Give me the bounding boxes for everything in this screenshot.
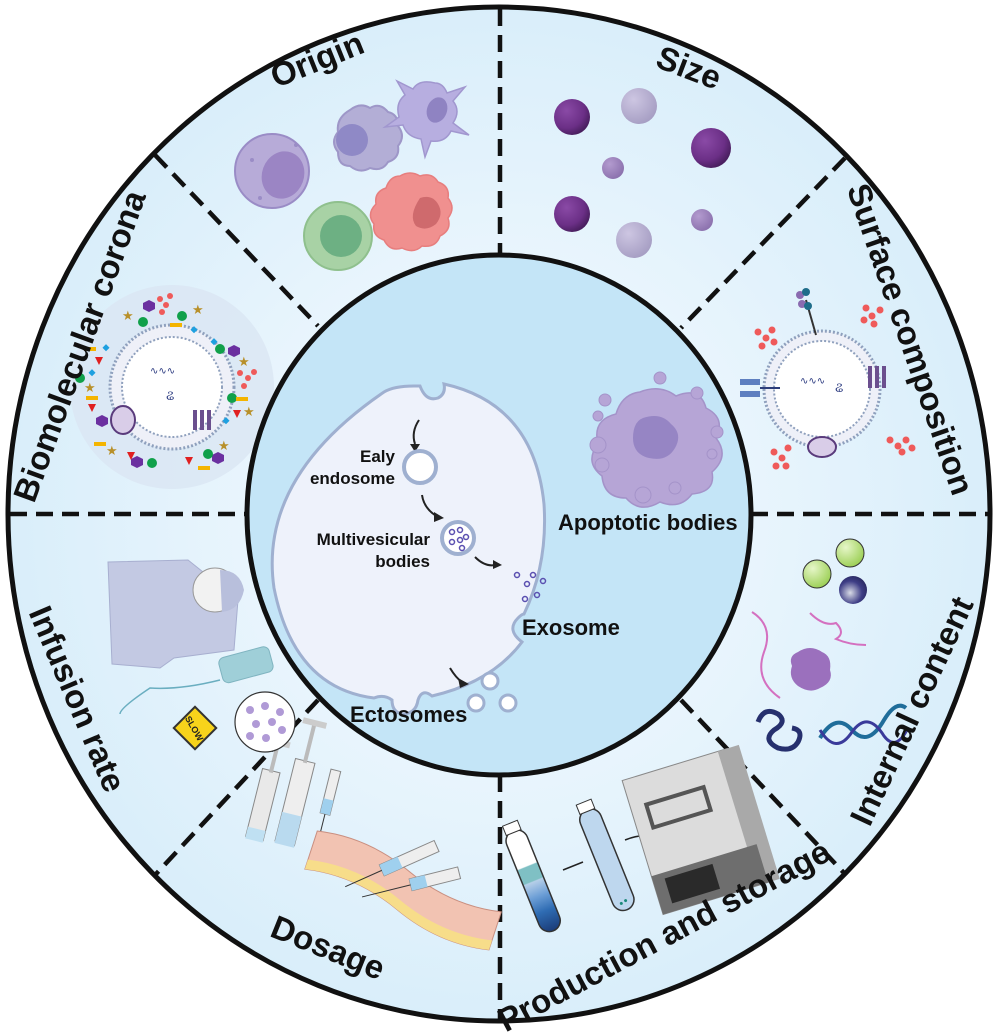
biomolecular-corona-illustration: ★ ★ ★ ★ ★ ★ ★ ∿∿∿ ଌ [70, 285, 274, 489]
svg-text:★: ★ [122, 309, 134, 324]
vesicle-small [602, 157, 624, 179]
svg-text:★: ★ [238, 355, 250, 370]
syringe-icon [361, 866, 462, 898]
lipid-droplet [802, 559, 832, 589]
svg-text:ଌ: ଌ [166, 388, 174, 404]
vesicle-small [691, 209, 713, 231]
channel-icon [110, 405, 136, 435]
ectosome [480, 671, 500, 691]
arrow-icon [412, 419, 420, 445]
divider-bottom-right [679, 698, 847, 876]
arrow-head [434, 512, 444, 522]
arrow-icon [562, 861, 584, 871]
svg-text:★: ★ [243, 405, 255, 420]
surface-composition-illustration: ∿∿∿ ଌ [740, 288, 916, 470]
production-storage-illustration [501, 744, 780, 933]
svg-text:ଌ: ଌ [835, 380, 843, 396]
cell-icon [303, 201, 373, 271]
syringe-icon [318, 768, 342, 839]
label-ectosomes: Ectosomes [350, 702, 467, 727]
protein-coil [755, 708, 803, 752]
svg-text:★: ★ [218, 439, 230, 454]
size-illustration [554, 88, 731, 258]
iv-line [119, 679, 221, 715]
label-early-endosome-line2: endosome [310, 469, 395, 488]
centrifuge-tube-icon [501, 819, 562, 933]
vesicle-large-dark [691, 128, 731, 168]
vesicle-large-dark [554, 196, 590, 232]
arrow-head [410, 444, 420, 452]
syringe-icon [345, 839, 440, 888]
dosage-illustration [245, 717, 502, 951]
glycan-icon [754, 304, 916, 470]
syringe-icon [274, 717, 328, 848]
early-endosome [402, 449, 438, 485]
divider-top-right [679, 156, 847, 330]
apoptotic-body-illustration [589, 371, 724, 508]
slow-sign-icon [172, 705, 218, 751]
vesicle-large-light [621, 88, 657, 124]
svg-text:∿∿∿: ∿∿∿ [150, 366, 175, 377]
cell-icon [333, 104, 403, 172]
origin-illustration [234, 79, 470, 271]
dna-helix [818, 720, 910, 745]
svg-text:∿∿∿: ∿∿∿ [800, 376, 825, 387]
svg-text:★: ★ [106, 444, 118, 459]
transmembrane-protein-icon [193, 410, 211, 430]
transmembrane-protein-icon [868, 366, 886, 388]
skin-tissue-icon [304, 830, 502, 951]
freezer-icon [621, 744, 780, 916]
cell-membrane [270, 382, 547, 716]
channel-icon [807, 436, 837, 458]
rna-strand [751, 611, 781, 699]
cell-icon [234, 133, 310, 209]
svg-text:★: ★ [84, 381, 96, 396]
vesicle-large-dark [554, 99, 590, 135]
ectosome [498, 693, 518, 713]
infusion-rate-illustration: SLOW [107, 559, 296, 753]
exosome-vesicles [513, 571, 547, 603]
arrow-head [458, 678, 469, 688]
svg-text:★: ★ [192, 303, 204, 318]
cell-icon [369, 172, 453, 252]
label-mvb-line2: bodies [375, 552, 430, 571]
magnified-vesicles [234, 691, 296, 753]
label-early-endosome-line1: Ealy [360, 447, 396, 466]
arrow-head [493, 560, 502, 569]
receptor-icon [740, 379, 780, 397]
dna-helix [818, 703, 908, 740]
rna-hairpin [809, 612, 867, 646]
metabolite-ball [839, 576, 867, 604]
section-dividers [10, 9, 988, 1020]
lipid-droplet [835, 538, 865, 568]
cell-icon [382, 79, 470, 160]
label-mvb-line1: Multivesicular [317, 530, 431, 549]
divider-top-left [153, 153, 320, 328]
iv-bag-icon [218, 646, 274, 684]
protein-blob [790, 648, 831, 691]
label-apoptotic-bodies: Apoptotic bodies [558, 510, 738, 535]
label-exosome: Exosome [522, 615, 620, 640]
vesicle-large-light [616, 222, 652, 258]
ectosome [466, 693, 486, 713]
glycan-icon [157, 293, 257, 389]
protein-chain-icon [796, 288, 817, 336]
pellet-tube-icon [575, 798, 635, 912]
internal-content-illustration [751, 538, 910, 752]
